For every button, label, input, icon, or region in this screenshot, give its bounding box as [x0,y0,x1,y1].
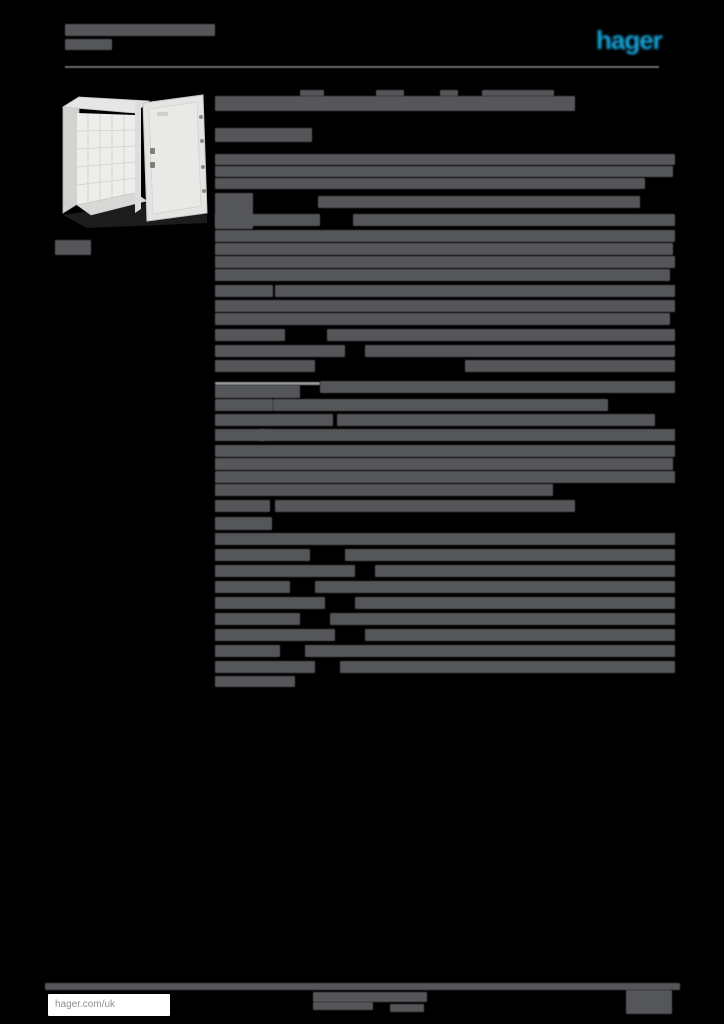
redacted-text-bar [330,613,675,625]
redacted-text-bar [273,399,608,411]
redacted-text-bar [355,597,675,609]
redacted-text-bar [376,90,404,96]
redacted-text-bar [215,458,673,470]
redacted-text-bar [215,329,285,341]
redacted-text-bar [315,581,675,593]
redacted-text-bar [345,549,675,561]
redacted-text-bar [215,154,675,165]
redacted-text-bar [215,285,273,297]
redacted-text-bar [215,313,670,325]
redacted-text-bar [313,992,427,1002]
redacted-text-bar [215,256,675,268]
redacted-text-bar [215,300,675,312]
redacted-text-bar [390,1004,424,1012]
redacted-text-bar [215,214,320,226]
redacted-text-bar [215,385,300,398]
redacted-text-bar [65,66,659,68]
redacted-text-bar [353,214,675,226]
redacted-text-bar [327,329,675,341]
redacted-text-bar [215,676,295,687]
door-locks [150,148,155,168]
redacted-text-bar [626,990,672,1014]
door-hinges [199,115,206,193]
redacted-text-bar [215,645,280,657]
redacted-text-bar [215,399,273,411]
redacted-text-bar [215,166,673,177]
redacted-text-bar [215,128,312,142]
redacted-text-bar [482,90,554,96]
redacted-text-bar [45,983,680,990]
redacted-text-bar [215,581,290,593]
redacted-text-bar [215,533,675,545]
redacted-text-bar [215,500,270,512]
redacted-text-bar [215,269,670,281]
footer-website-box: hager.com/uk [48,994,170,1016]
redacted-text-bar [337,414,655,426]
redacted-text-bar [55,240,91,255]
redacted-text-bar [215,429,265,441]
cabinet-side [62,96,80,214]
redacted-text-bar [305,645,675,657]
redacted-text-bar [365,629,675,641]
redacted-text-bar [215,629,335,641]
redacted-text-bar [318,196,640,208]
redacted-text-bar [215,230,675,242]
product-photo-enclosure [61,94,208,228]
redacted-text-bar [215,613,300,625]
redacted-text-bar [65,24,215,36]
redacted-text-bar [215,414,333,426]
redacted-text-bar [215,661,315,673]
door-label [157,112,168,116]
cabinet-top [61,96,151,114]
cabinet-interior [77,113,135,205]
redacted-text-bar [215,565,355,577]
redacted-text-bar [440,90,458,96]
redacted-text-bar [215,345,345,357]
redacted-text-bar [215,243,673,255]
redacted-text-bar [215,382,320,385]
redacted-text-bar [215,471,675,483]
door-panel [148,101,202,215]
redacted-text-bar [215,96,575,111]
redacted-text-bar [215,597,325,609]
redacted-text-bar [320,381,675,393]
redacted-text-bar [215,484,553,496]
redacted-text-bar [215,549,310,561]
interior-grid [76,113,136,203]
redacted-text-bar [215,517,272,530]
redacted-text-bar [365,345,675,357]
redacted-text-bar [375,565,675,577]
redacted-text-bar [215,178,645,189]
redacted-text-bar [260,429,675,441]
footer-website-url: hager.com/uk [55,999,116,1010]
redacted-text-bar [465,360,675,372]
redacted-text-bar [65,39,112,50]
redacted-text-bar [215,360,315,372]
hager-logo: hager [596,25,663,55]
redacted-text-bar [275,500,575,512]
redacted-text-bar [215,445,675,457]
redacted-text-bar [275,285,675,297]
redacted-text-bar [300,90,324,96]
redacted-text-bar [313,1002,373,1010]
redacted-text-bar [340,661,675,673]
